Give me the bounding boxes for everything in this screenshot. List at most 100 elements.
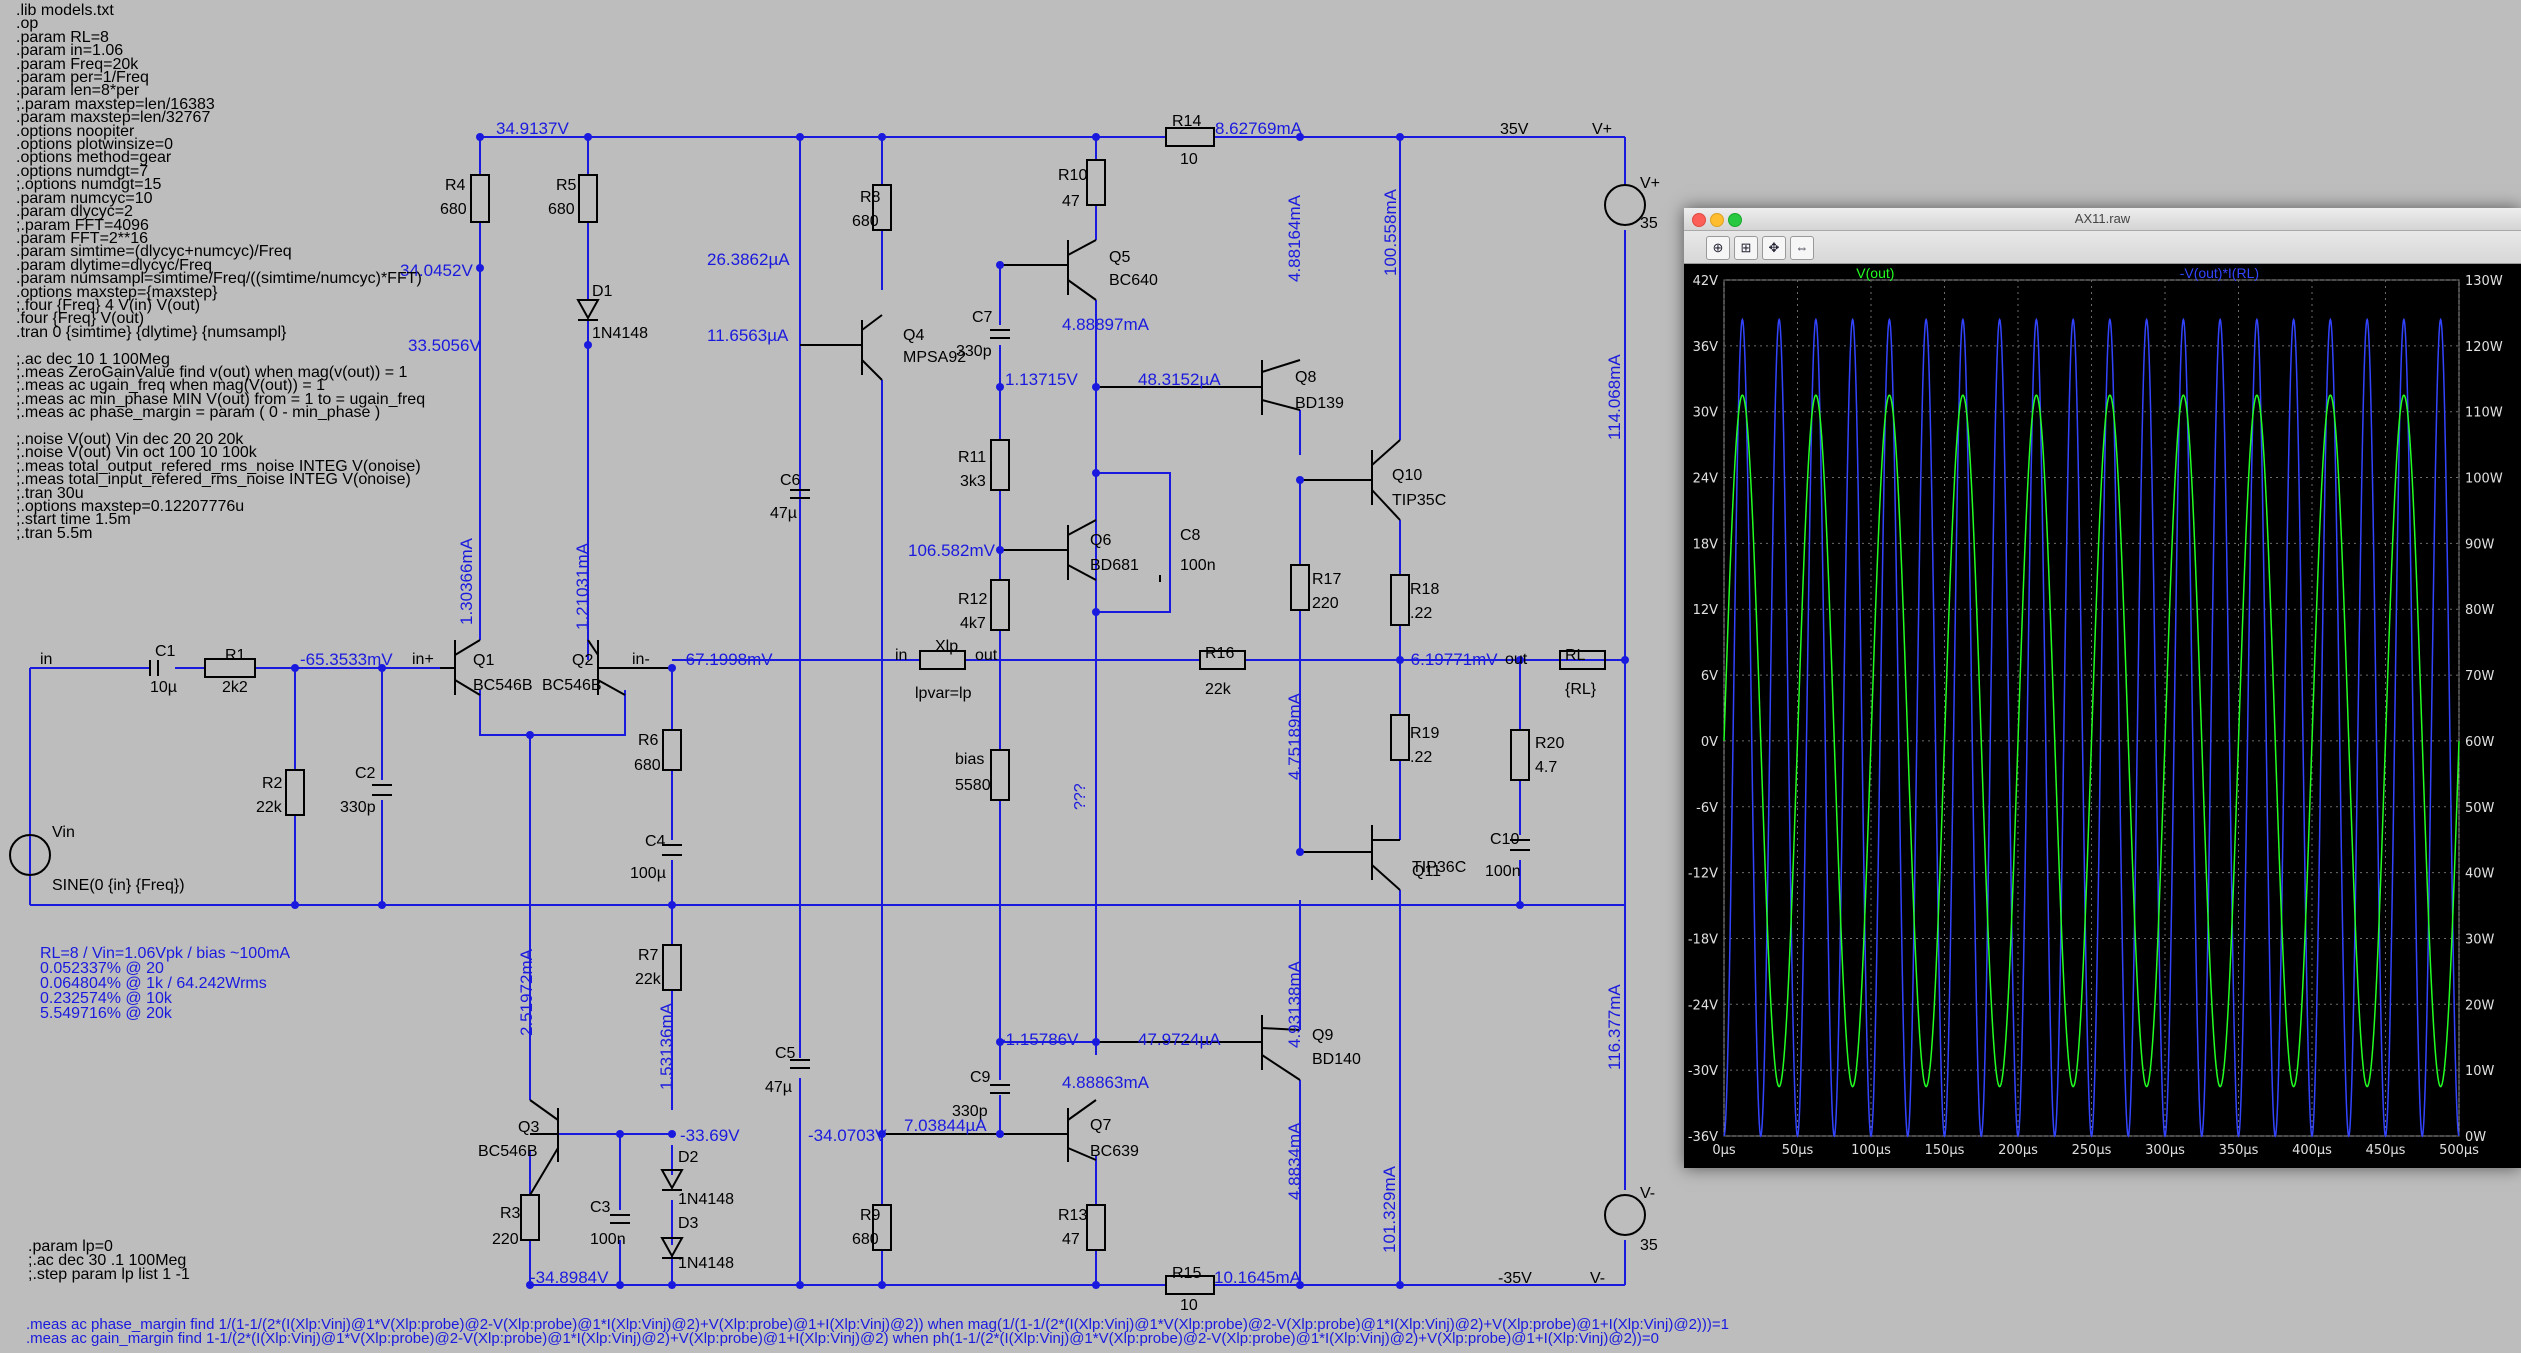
spice-directives[interactable]: .lib models.txt.op.param RL=8.param in=1… <box>16 2 426 542</box>
component-value: 4.7 <box>1535 759 1557 776</box>
component-value: 4k7 <box>960 615 986 632</box>
zoom-button[interactable] <box>1728 213 1742 227</box>
x-tick-label: 150µs <box>1925 1143 1965 1158</box>
component-name: R11 <box>958 449 986 466</box>
component-name: R1 <box>225 647 246 664</box>
component-name: V- <box>1640 1185 1655 1202</box>
component-value: 5580 <box>955 777 991 794</box>
meas-directives[interactable]: .meas ac phase_margin find 1/(1-1/(2*(I(… <box>26 1316 1730 1347</box>
op-annotation: 100.558mA <box>1381 188 1400 276</box>
directive-line: .op <box>16 15 39 33</box>
op-annotation: 1.30366mA <box>457 537 476 625</box>
component-value: 47µ <box>765 1079 792 1096</box>
directive-line: .options maxstep={maxstep} <box>16 283 218 301</box>
directive-line: ;.meas total_input_refered_rms_noise INT… <box>16 471 411 489</box>
directive-line: .param simtime=(dlycyc+numcyc)/Freq <box>16 243 292 261</box>
op-annotation: 2.51972mA <box>517 948 536 1036</box>
component-value: 100n <box>1180 557 1216 574</box>
component-value: 330p <box>340 799 376 816</box>
op-annotation: -34.0703V <box>808 1126 887 1145</box>
x-tick-label: 100µs <box>1851 1143 1891 1158</box>
op-annotation: -65.3533mV <box>300 650 393 669</box>
op-annotation: 4.88164mA <box>1285 194 1304 282</box>
x-tick-label: 350µs <box>2219 1143 2259 1158</box>
vout-trace <box>1723 394 2460 1088</box>
op-annotation: 1.13715V <box>1005 370 1078 389</box>
component-name: R13 <box>1058 1207 1087 1224</box>
component-name: Q1 <box>473 652 494 669</box>
op-annotation: 10.1645mA <box>1214 1268 1302 1287</box>
directive-line: .lib models.txt <box>16 2 114 19</box>
y-tick-label: 30V <box>1693 406 1719 421</box>
step-directive[interactable]: .param lp=0;.ac dec 30 .1 100Meg;.step p… <box>28 1239 190 1283</box>
directive-line: ;.tran 5.5m <box>16 524 93 542</box>
op-annotation: -67.1998mV <box>680 650 773 669</box>
component-name: R17 <box>1312 571 1341 588</box>
component-name: V+ <box>1640 175 1660 192</box>
component-value: 1N4148 <box>678 1191 734 1208</box>
component-value: MPSA92 <box>903 349 966 366</box>
component-name: R6 <box>638 732 659 749</box>
component-name: R14 <box>1172 113 1201 130</box>
y2-tick-label: 110W <box>2465 406 2503 421</box>
op-annotation: 7.03844µA <box>904 1116 987 1135</box>
directive-line: .meas ac phase_margin find 1/(1-1/(2*(I(… <box>26 1316 1730 1333</box>
pan-icon[interactable]: ✥ <box>1762 236 1786 260</box>
op-annotation: 47.9724µA <box>1138 1030 1221 1049</box>
schematic-wires <box>29 136 1626 1286</box>
component-value: 35 <box>1640 1237 1658 1254</box>
op-annotation: 114.068mA <box>1605 354 1624 440</box>
component-value: 100n <box>590 1231 626 1248</box>
component-value: BC640 <box>1109 272 1158 289</box>
component-name: R4 <box>445 177 466 194</box>
component-value: 680 <box>852 213 879 230</box>
component-name: R12 <box>958 591 987 608</box>
component-value: 35 <box>1640 215 1658 232</box>
autorange-icon[interactable]: ⇔ <box>1790 236 1814 260</box>
component-value: BC546B <box>478 1143 538 1160</box>
zoom-in-icon[interactable]: ⊕ <box>1706 236 1730 260</box>
directive-line: .meas ac gain_margin find 1-1/(2*(I(Xlp:… <box>26 1330 1660 1347</box>
directive-line: ;.meas ac min_phase MIN V(out) from = 1 … <box>16 390 426 408</box>
directive-line: .param maxstep=len/32767 <box>16 109 211 127</box>
op-annotation: 11.6563µA <box>707 326 789 345</box>
net-label: in- <box>632 651 650 668</box>
directive-line: ;.ac dec 30 .1 100Meg <box>28 1252 187 1269</box>
op-annotation: 1.21031mA <box>573 542 592 630</box>
component-value: 680 <box>852 1231 879 1248</box>
component-name: R5 <box>556 177 577 194</box>
component-name: Q11 <box>1412 863 1441 880</box>
op-annotation: 4.88863mA <box>1062 1073 1150 1092</box>
directive-line: 0.064804% @ 1k / 64.242Wrms <box>40 975 267 992</box>
component-value: 22k <box>635 971 662 988</box>
component-name: C7 <box>972 309 993 326</box>
x-tick-label: 200µs <box>1998 1143 2038 1158</box>
close-button[interactable] <box>1692 213 1706 227</box>
zoom-rect-icon[interactable]: ⊞ <box>1734 236 1758 260</box>
minimize-button[interactable] <box>1710 213 1724 227</box>
plot-toolbar: ⊕ ⊞ ✥ ⇔ <box>1684 231 2521 264</box>
junction-dots <box>291 133 1629 1289</box>
y-tick-label: 12V <box>1693 603 1719 618</box>
component-name: Q10 <box>1392 467 1422 484</box>
op-annotation: 33.5056V <box>408 336 481 355</box>
directive-line: .param FFT=2**16 <box>16 229 149 247</box>
component-name: R20 <box>1535 735 1564 752</box>
component-value: TIP35C <box>1392 492 1446 509</box>
component-value: 100n <box>1485 863 1521 880</box>
directive-line: .options plotwinsize=0 <box>16 136 173 154</box>
y-tick-label: -18V <box>1688 932 1718 947</box>
component-value: 680 <box>548 201 575 218</box>
directive-line: .param in=1.06 <box>16 42 124 60</box>
component-name: R7 <box>638 947 659 964</box>
directive-line: ;.four {Freq} 4 V(in) V(out) <box>16 296 201 314</box>
waveform-plot[interactable]: 42V36V30V24V18V12V6V0V-6V-12V-18V-24V-30… <box>1684 264 2521 1168</box>
window-titlebar[interactable]: AX11.raw <box>1684 208 2521 231</box>
y2-tick-label: 30W <box>2465 932 2495 947</box>
op-annotation: 4.75189mA <box>1285 692 1304 780</box>
